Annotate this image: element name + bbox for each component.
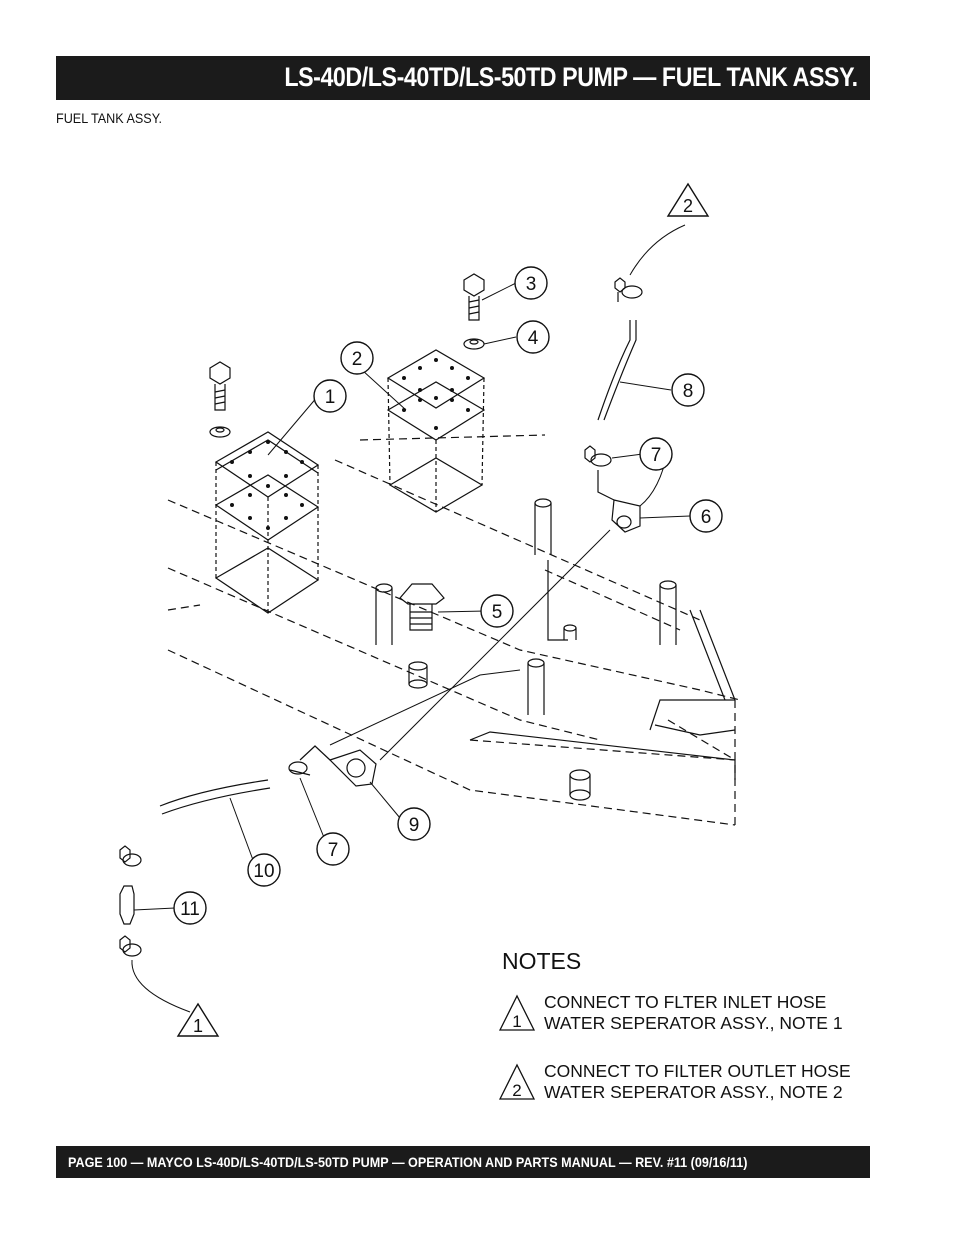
note-2-text: CONNECT TO FILTER OUTLET HOSE WATER SEPE… bbox=[544, 1061, 851, 1102]
tank-posts bbox=[375, 498, 677, 715]
callout-10: 10 bbox=[253, 861, 274, 882]
callout-7-lower: 7 bbox=[328, 840, 339, 861]
callout-4: 4 bbox=[528, 328, 539, 349]
callout-9: 9 bbox=[409, 815, 420, 836]
note-marker-bottom: 1 bbox=[193, 1016, 203, 1036]
page-title-bar: LS-40D/LS-40TD/LS-50TD PUMP — FUEL TANK … bbox=[56, 56, 870, 100]
svg-text:2: 2 bbox=[512, 1081, 521, 1100]
note-marker-top: 2 bbox=[683, 196, 693, 216]
right-cover-plate bbox=[386, 349, 486, 513]
callout-7-upper: 7 bbox=[651, 445, 662, 466]
callouts bbox=[173, 182, 723, 1037]
footer-bar: PAGE 100 — MAYCO LS-40D/LS-40TD/LS-50TD … bbox=[56, 1146, 870, 1178]
supply-hose-assembly bbox=[119, 745, 377, 957]
right-bolt bbox=[463, 273, 485, 350]
callout-5: 5 bbox=[492, 602, 503, 623]
note-1-marker: 1 bbox=[498, 994, 536, 1031]
tank-body bbox=[167, 434, 741, 826]
callout-1: 1 bbox=[325, 387, 336, 408]
callout-3: 3 bbox=[526, 274, 537, 295]
note-1-text: CONNECT TO FLTER INLET HOSE WATER SEPERA… bbox=[544, 992, 843, 1033]
filler-cap bbox=[399, 583, 445, 689]
page-title: LS-40D/LS-40TD/LS-50TD PUMP — FUEL TANK … bbox=[284, 62, 859, 92]
left-bolt bbox=[209, 361, 231, 438]
notes-title: NOTES bbox=[502, 948, 582, 974]
callout-8: 8 bbox=[683, 381, 694, 402]
note-1: 1 CONNECT TO FLTER INLET HOSE WATER SEPE… bbox=[498, 992, 878, 1042]
callout-11: 11 bbox=[180, 899, 200, 920]
svg-text:1: 1 bbox=[512, 1012, 521, 1031]
return-hose-assembly bbox=[547, 277, 643, 641]
note-2: 2 CONNECT TO FILTER OUTLET HOSE WATER SE… bbox=[498, 1061, 878, 1111]
leader-lines bbox=[131, 224, 691, 1013]
left-cover-plate bbox=[214, 431, 320, 614]
section-subtitle: FUEL TANK ASSY. bbox=[56, 110, 162, 126]
note-2-marker: 2 bbox=[498, 1063, 536, 1100]
frame-rail bbox=[469, 609, 736, 801]
callout-2: 2 bbox=[352, 349, 363, 370]
footer-text: PAGE 100 — MAYCO LS-40D/LS-40TD/LS-50TD … bbox=[68, 1154, 748, 1170]
callout-6: 6 bbox=[701, 507, 712, 528]
